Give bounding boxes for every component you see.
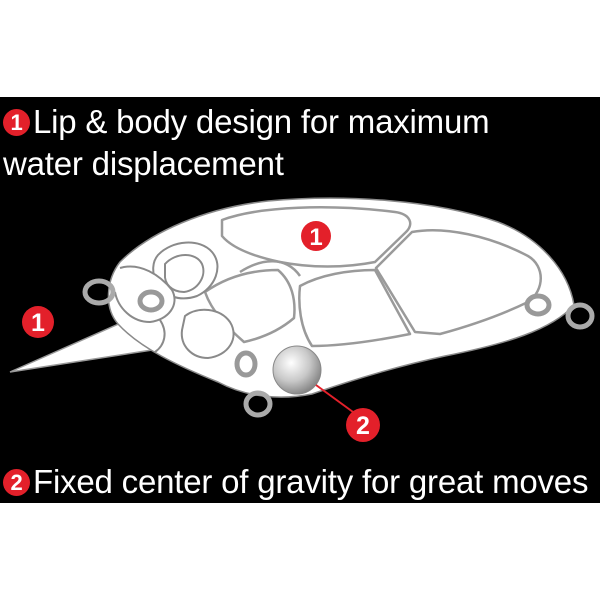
marker-weight-number: 2: [356, 412, 370, 440]
caption-1-text: Lip & body design for maximum: [33, 103, 490, 140]
weight-ball: [272, 345, 322, 395]
body-panel-lines: [203, 206, 542, 348]
weight-leader-line: [315, 384, 354, 413]
caption-2-number-badge: 2: [3, 469, 30, 496]
caption-2-text: Fixed center of gravity for great moves: [33, 463, 589, 500]
caption-1-number-badge: 1: [3, 109, 30, 136]
marker-weight: 2: [346, 408, 380, 442]
caption-1-line-2: water displacement: [3, 145, 284, 182]
split-ring-tail: [524, 293, 595, 330]
split-ring-nose: [82, 278, 165, 313]
marker-lip-number: 1: [31, 309, 45, 337]
split-ring-belly: [234, 350, 273, 418]
marker-body-number: 1: [309, 224, 322, 251]
marker-lip: 1: [22, 306, 54, 338]
marker-body: 1: [301, 221, 331, 251]
